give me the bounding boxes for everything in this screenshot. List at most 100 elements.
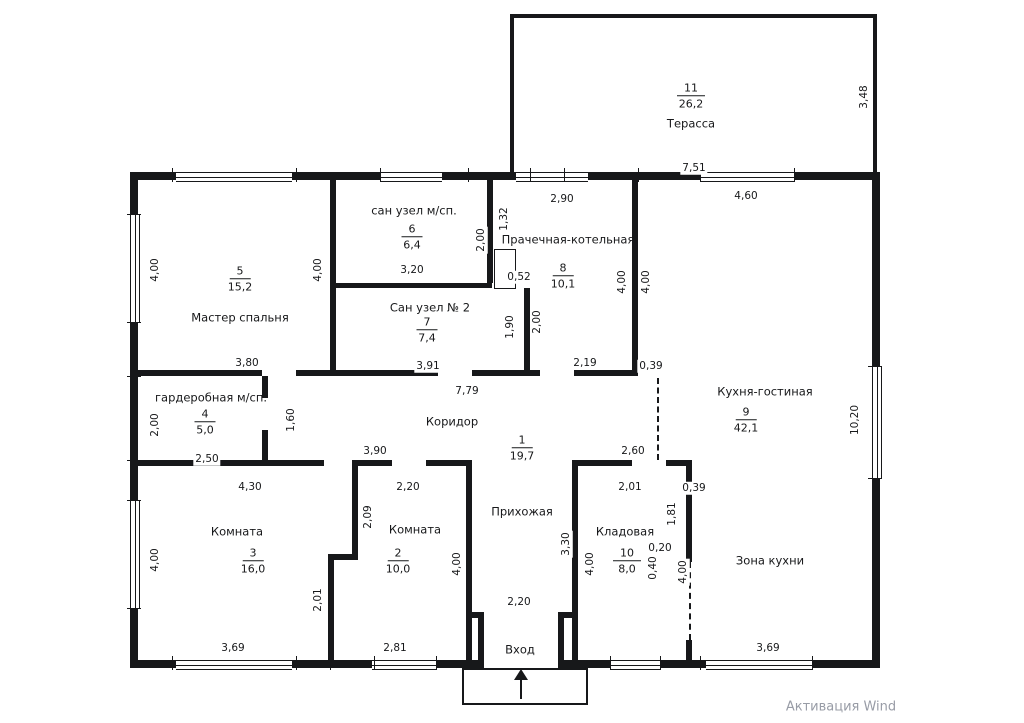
- room-name-room3: Комната: [210, 524, 264, 539]
- room-number-wardrobe: 4 5,0: [194, 407, 216, 437]
- dimension-tick: [127, 376, 141, 377]
- dimension-tick: [610, 656, 611, 670]
- dimension-tick: [794, 168, 795, 182]
- room-number-master: 5 15,2: [228, 264, 253, 294]
- dimension-label: 10,20: [848, 402, 862, 438]
- wall-storage-top-2: [666, 460, 692, 466]
- dimension-label: 4,00: [148, 546, 162, 574]
- dimension-label: 3,48: [857, 83, 871, 111]
- dimension-tick: [127, 322, 141, 323]
- dimension-label: 4,00: [615, 268, 629, 296]
- wall-terrace-right: [873, 14, 877, 172]
- watermark: Активация Wind: [785, 699, 897, 715]
- room-name-san2: Сан узел № 2: [389, 300, 471, 315]
- dimension-tick: [296, 168, 297, 182]
- dimension-label: 2,19: [571, 356, 599, 370]
- room-number-room3: 3 16,0: [241, 546, 266, 576]
- zone-label-kitchen: Зона кухни: [735, 553, 805, 568]
- room-number-san1: 6 6,4: [401, 222, 423, 252]
- room-name-room2: Комната: [388, 522, 442, 537]
- window: [372, 660, 436, 670]
- dimension-label: 3,30: [559, 530, 573, 558]
- room-area: 10,1: [550, 277, 576, 290]
- dimension-label: 0,52: [505, 270, 533, 284]
- wall-entrance-left: [478, 612, 484, 660]
- room-number-room2: 2 10,0: [386, 546, 411, 576]
- dimension-label: 2,09: [361, 503, 375, 531]
- entrance-arrow-icon: [514, 669, 528, 680]
- terrace-door-window: [700, 172, 794, 182]
- wall-room-divider-jog: [328, 554, 358, 560]
- wall-outer-left: [130, 172, 138, 668]
- wall-storage-right-1: [686, 466, 692, 562]
- wall-master-right: [330, 180, 336, 376]
- window: [176, 660, 292, 670]
- wall-corridor-top-1: [138, 370, 262, 376]
- window: [872, 366, 882, 478]
- dimension-label: 0,39: [680, 481, 708, 495]
- dimension-tick: [330, 656, 331, 670]
- wall-terrace-top: [510, 14, 876, 18]
- dimension-label: 4,00: [148, 256, 162, 284]
- window: [610, 660, 660, 670]
- room-name-laundry: Прачечная-котельная: [501, 232, 635, 247]
- wall-wardrobe-right-2: [262, 430, 268, 460]
- room-name-terrace: Терасса: [666, 116, 716, 131]
- room-number: 2: [387, 546, 409, 561]
- dimension-label: 4,00: [450, 550, 464, 578]
- dimension-tick: [530, 168, 531, 182]
- dimension-label: 1,81: [665, 500, 679, 528]
- window: [706, 660, 812, 670]
- dimension-label: 2,00: [530, 308, 544, 336]
- room-number-storage: 10 8,0: [613, 546, 641, 576]
- room-area: 15,2: [227, 280, 253, 293]
- dimension-tick: [868, 478, 882, 479]
- dimension-tick: [127, 500, 141, 501]
- dimension-tick: [468, 168, 469, 182]
- dimension-label: 2,81: [381, 641, 409, 655]
- dimension-label: 1,60: [284, 406, 298, 434]
- room-number: 1: [511, 433, 533, 448]
- dimension-label: 1,90: [503, 313, 517, 341]
- window: [380, 172, 442, 182]
- dimension-label: 0,40: [646, 554, 660, 582]
- dimension-tick: [380, 168, 381, 182]
- dimension-label: 2,60: [619, 444, 647, 458]
- window: [516, 172, 588, 182]
- dimension-label: 3,69: [219, 641, 247, 655]
- dimension-label: 2,01: [616, 480, 644, 494]
- window: [130, 214, 140, 322]
- dimension-tick: [700, 656, 701, 670]
- dimension-label: 2,20: [394, 480, 422, 494]
- wall-room2-top-2: [426, 460, 472, 466]
- room-number-terrace: 11 26,2: [677, 81, 705, 111]
- room-number-san2: 7 7,4: [416, 315, 438, 345]
- room-number: 6: [401, 222, 423, 237]
- wall-san1-right: [487, 180, 493, 283]
- entrance-arrow-stem: [520, 679, 522, 699]
- wall-storage-top-1: [578, 460, 632, 466]
- wall-laundry-right: [632, 180, 638, 376]
- dimension-label: 3,91: [414, 359, 442, 373]
- room-area: 19,7: [509, 449, 535, 462]
- dimension-tick: [172, 656, 173, 670]
- wall-hall-right: [572, 460, 578, 660]
- zone-boundary-dashed: [657, 378, 659, 460]
- room-number-laundry: 8 10,1: [551, 261, 576, 291]
- room-area: 6,4: [403, 238, 421, 251]
- dimension-tick: [127, 608, 141, 609]
- dimension-label: 2,00: [474, 226, 488, 254]
- dimension-label: 1,32: [497, 205, 511, 233]
- room-name-wardrobe: гардеробная м/сп.: [154, 390, 268, 405]
- room-number: 9: [735, 405, 757, 420]
- dimension-label: 3,80: [233, 356, 261, 370]
- storage-door-dashed: [689, 562, 691, 640]
- wall-hall-left: [466, 460, 472, 660]
- dimension-label: 4,00: [676, 558, 690, 586]
- dimension-tick: [660, 656, 661, 670]
- dimension-label: 3,20: [398, 263, 426, 277]
- wall-entrance-right: [558, 612, 564, 660]
- wall-corridor-top-3: [472, 370, 540, 376]
- dimension-label: 2,20: [505, 595, 533, 609]
